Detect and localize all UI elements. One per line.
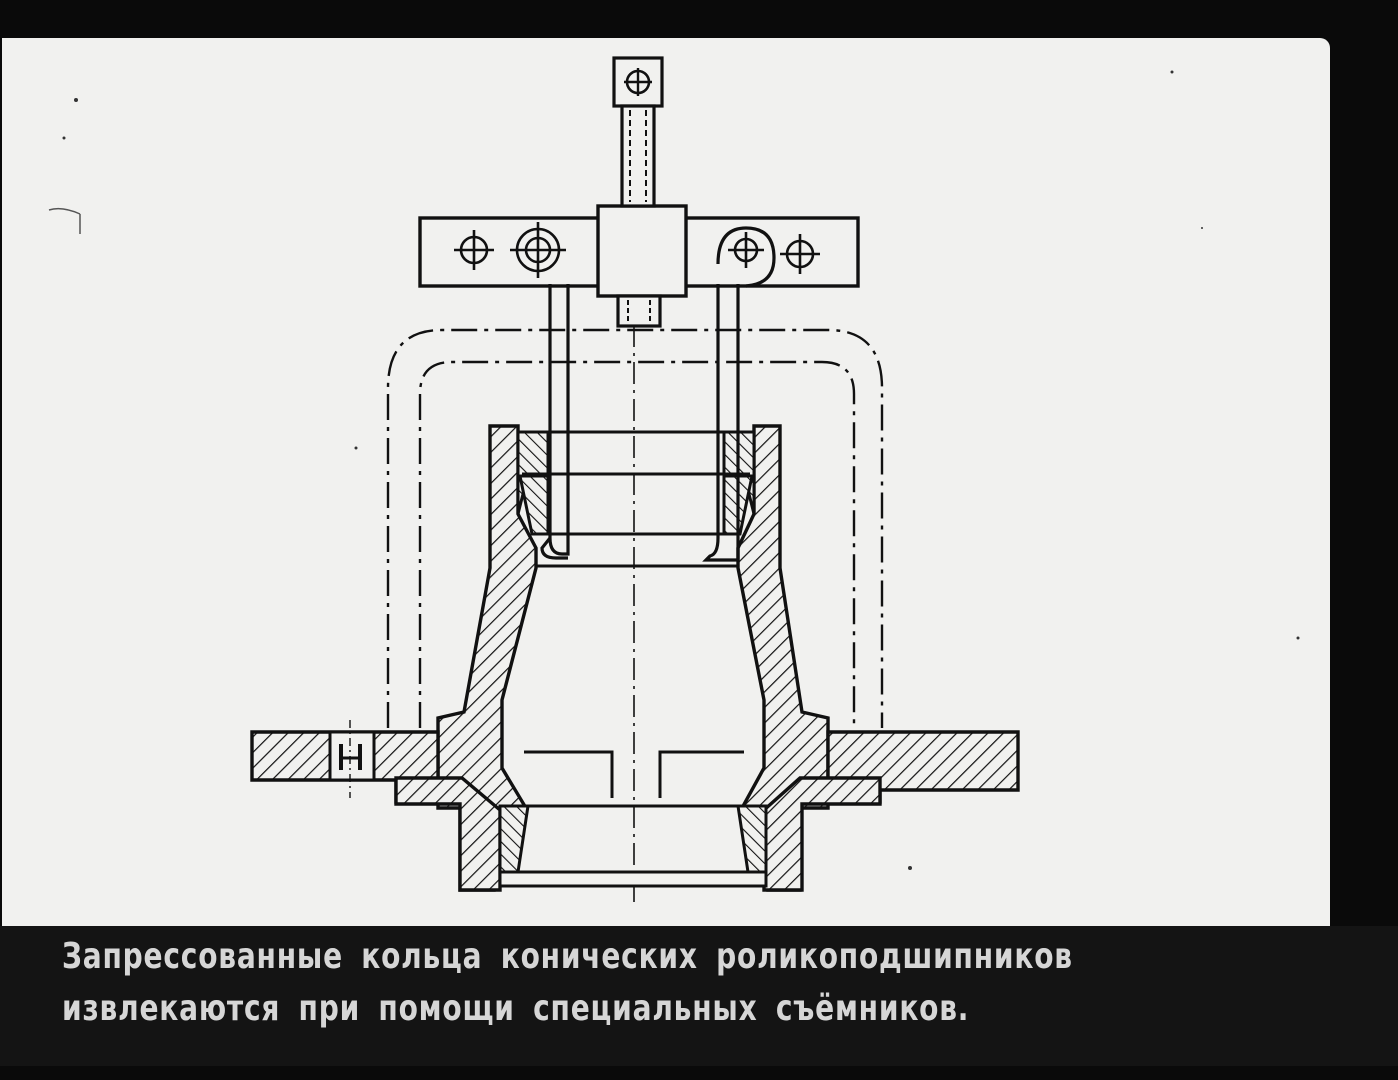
puller-hooks — [540, 226, 776, 562]
wheel-stud — [328, 720, 376, 798]
puller-frame-phantom — [386, 328, 884, 728]
film-dust — [62, 70, 1300, 870]
lower-bearing-ring — [498, 750, 768, 888]
caption-line-2: извлекаются при помощи специальных съёмн… — [62, 988, 970, 1029]
puller-screw — [612, 56, 664, 328]
upper-bearing-ring — [516, 430, 756, 568]
bearing-puller-drawing — [48, 56, 1300, 908]
hub-cross-section — [250, 424, 1020, 892]
slide-illustration — [2, 38, 1330, 926]
caption-line-1: Запрессованные кольца конических роликоп… — [62, 936, 1073, 977]
puller-crossbar — [418, 204, 860, 298]
caption-bar: Запрессованные кольца конических роликоп… — [0, 926, 1398, 1066]
